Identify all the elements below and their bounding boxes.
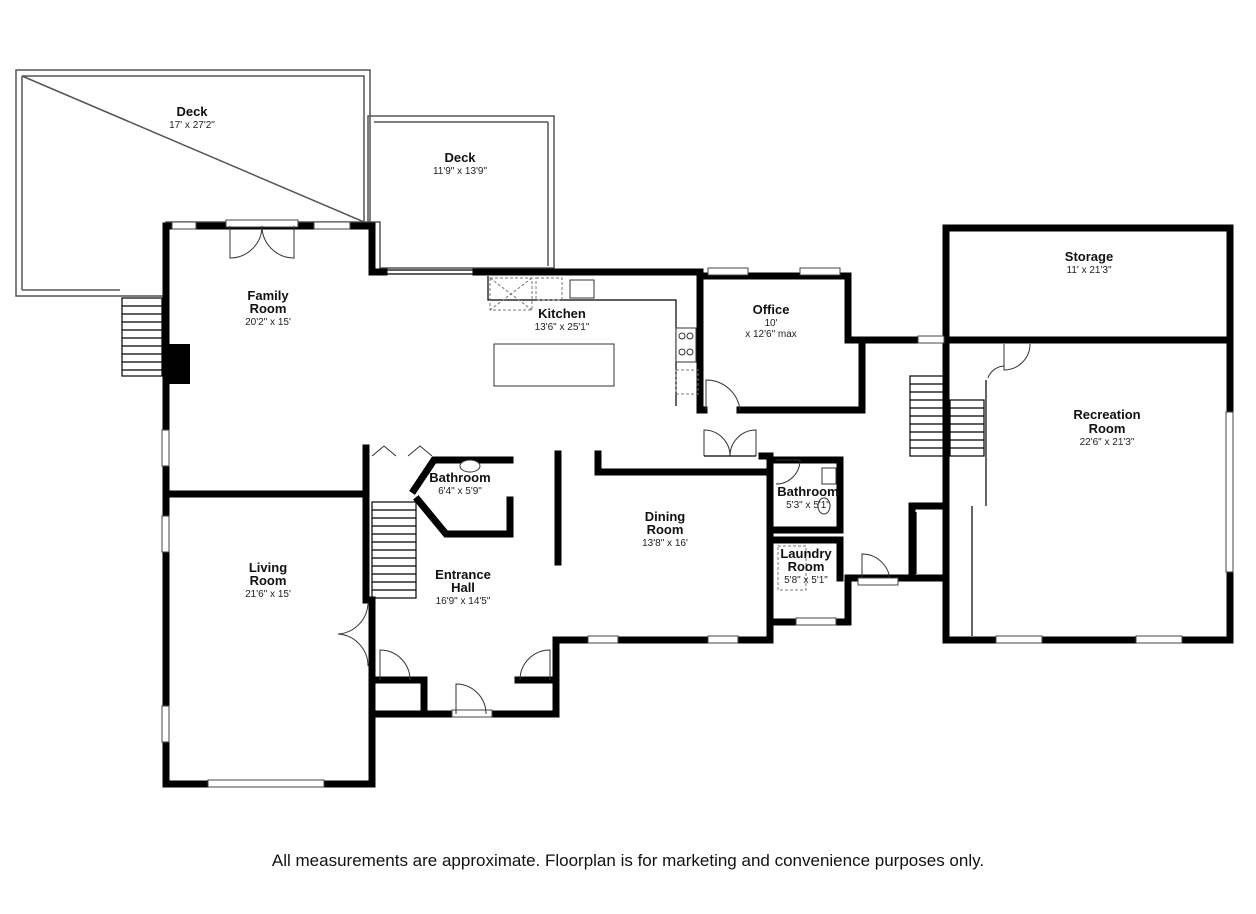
- room-dims: 5'8" x 5'1": [784, 575, 828, 586]
- main-stairs: [371, 501, 417, 599]
- room-name-line2: Room: [788, 559, 825, 574]
- room-name: Deck: [176, 104, 208, 119]
- room-label-bathroom-2: Bathroom 5'3" x 5'1": [777, 484, 838, 511]
- room-label-storage: Storage 11' x 21'3": [1065, 249, 1113, 276]
- fireplace: [166, 344, 190, 384]
- room-dims: 20'2" x 15': [245, 317, 291, 328]
- room-name-line2: Room: [1089, 421, 1126, 436]
- room-label-kitchen: Kitchen 13'6" x 25'1": [535, 306, 590, 333]
- room-name-line1: Family: [247, 288, 289, 303]
- room-label-deck-large: Deck 17' x 27'2": [169, 104, 215, 131]
- room-dims: 11'9" x 13'9": [433, 166, 488, 177]
- disclaimer: All measurements are approximate. Floorp…: [271, 851, 985, 870]
- room-dims: 22'6" x 21'3": [1080, 437, 1135, 448]
- room-name: Storage: [1065, 249, 1113, 264]
- room-dims-line2: x 12'6" max: [745, 329, 797, 340]
- interior-walls: [162, 272, 950, 718]
- room-label-living-room: Living Room 21'6" x 15': [245, 560, 291, 600]
- room-label-entrance-hall: Entrance Hall 16'9" x 14'5": [435, 567, 491, 607]
- room-name-line2: Room: [250, 573, 287, 588]
- room-label-recreation-room: Recreation Room 22'6" x 21'3": [1073, 407, 1140, 448]
- room-dims: 13'8" x 16': [642, 538, 688, 549]
- room-label-laundry-room: Laundry Room 5'8" x 5'1": [780, 546, 832, 586]
- room-name-line2: Room: [647, 522, 684, 537]
- room-name: Deck: [444, 150, 476, 165]
- windows: [161, 221, 1234, 788]
- kitchen-fixtures: [487, 276, 699, 406]
- room-name: Office: [753, 302, 790, 317]
- room-name-line2: Room: [250, 301, 287, 316]
- room-dims: 6'4" x 5'9": [438, 486, 482, 497]
- room-label-dining-room: Dining Room 13'8" x 16': [642, 509, 688, 549]
- room-dims: 21'6" x 15': [245, 589, 291, 600]
- room-dims-line1: 10': [764, 318, 777, 329]
- room-label-bathroom-1: Bathroom 6'4" x 5'9": [429, 470, 490, 497]
- room-name-line1: Dining: [645, 509, 685, 524]
- room-dims: 17' x 27'2": [169, 120, 215, 131]
- room-name: Kitchen: [538, 306, 586, 321]
- room-name-line1: Living: [249, 560, 287, 575]
- room-name-line1: Laundry: [780, 546, 832, 561]
- room-dims: 13'6" x 25'1": [535, 322, 590, 333]
- bathroom-fixtures: [459, 459, 837, 591]
- room-label-family-room: Family Room 20'2" x 15': [245, 288, 291, 328]
- room-label-deck-small: Deck 11'9" x 13'9": [433, 150, 488, 177]
- room-name: Bathroom: [429, 470, 490, 485]
- room-dims: 11' x 21'3": [1067, 265, 1112, 276]
- room-name-line1: Entrance: [435, 567, 491, 582]
- room-name-line2: Hall: [451, 580, 475, 595]
- doors: [225, 219, 1031, 718]
- room-name-line1: Recreation: [1073, 407, 1140, 422]
- room-name: Bathroom: [777, 484, 838, 499]
- room-dims: 16'9" x 14'5": [436, 596, 491, 607]
- deck-small: [367, 115, 555, 269]
- deck-large: [15, 69, 371, 377]
- rec-stairs: [909, 375, 987, 636]
- room-label-office: Office 10' x 12'6" max: [745, 302, 797, 340]
- room-dims: 5'3" x 5'1": [786, 500, 830, 511]
